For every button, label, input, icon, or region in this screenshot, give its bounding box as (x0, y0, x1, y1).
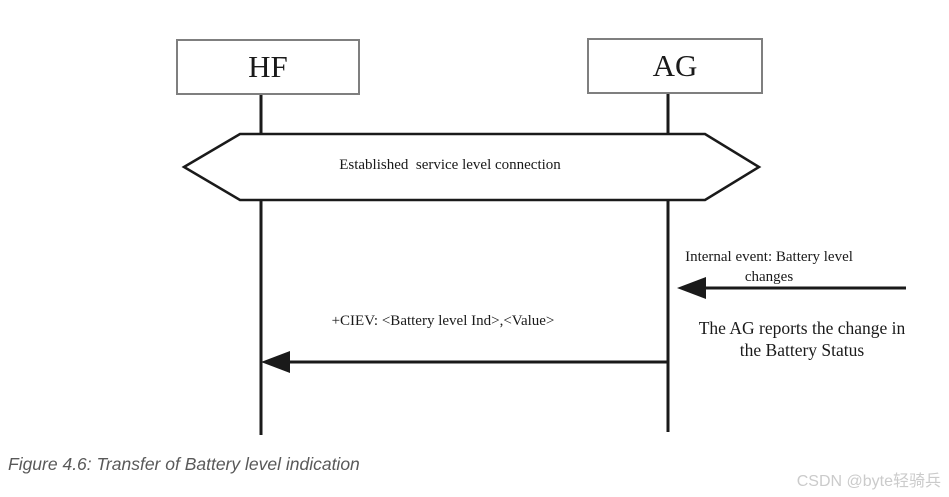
internal-event-line1: Internal event: Battery level (685, 249, 853, 265)
ciev-message-label: +CIEV: <Battery level Ind>,<Value> (331, 313, 555, 329)
connection-hexagon (181, 132, 762, 202)
ag-report-note-line1: The AG reports the change in (698, 318, 906, 338)
internal-event-label: Internal event: Battery level changes (666, 247, 872, 287)
figure-caption: Figure 4.6: Transfer of Battery level in… (8, 454, 360, 474)
ag-actor-box: AG (587, 38, 763, 94)
hf-actor-label: HF (248, 49, 288, 84)
ag-actor-label: AG (652, 48, 698, 83)
internal-event-arrowhead (677, 277, 706, 299)
connection-banner-label: Established service level connection (339, 157, 561, 173)
internal-event-line2: changes (744, 269, 794, 285)
watermark: CSDN @byte轻骑兵 (796, 473, 941, 490)
hf-actor-box: HF (176, 39, 360, 95)
ag-report-note: The AG reports the change in the Battery… (678, 317, 926, 361)
ag-report-note-line2: the Battery Status (739, 340, 865, 360)
ciev-message-arrowhead (261, 351, 290, 373)
